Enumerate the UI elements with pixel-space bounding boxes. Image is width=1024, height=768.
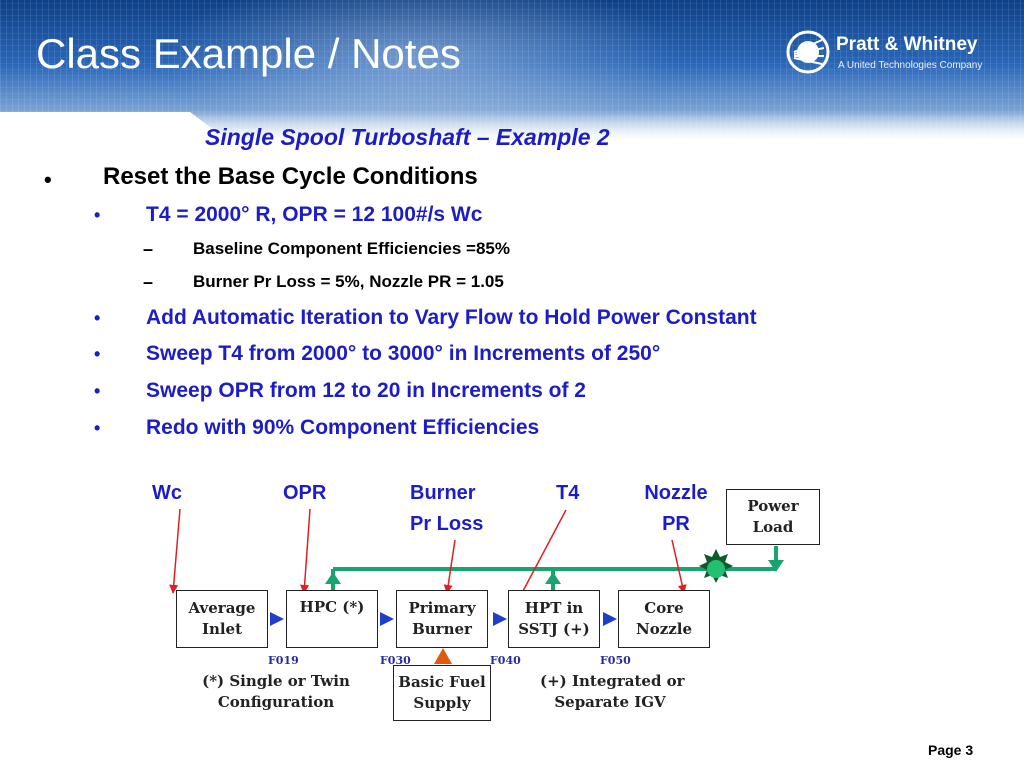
label-nozzle-pr: Nozzle PR (635, 478, 717, 540)
dash-marker: – (143, 272, 154, 292)
bullet-text: Reset the Base Cycle Conditions (103, 163, 478, 190)
box-line: Primary (408, 599, 476, 617)
note-line: (*) Single or Twin (202, 672, 350, 690)
slide-subtitle: Single Spool Turboshaft – Example 2 (205, 124, 610, 150)
page-number: Page 3 (928, 742, 974, 758)
slide-title: Class Example / Notes (36, 30, 461, 77)
box-line: Basic Fuel (398, 673, 486, 691)
bullet-marker: • (94, 344, 101, 364)
box-line: HPC (*) (299, 598, 365, 616)
label-opr: OPR (283, 482, 327, 504)
box-line: Load (752, 518, 794, 536)
bullet-text: Sweep OPR from 12 to 20 in Increments of… (146, 379, 586, 402)
label-nozzle-line1: Nozzle (644, 482, 708, 504)
box-line: Supply (413, 694, 471, 712)
pointer-nozzle-pr (671, 539, 687, 594)
bullet-marker: • (94, 308, 101, 328)
label-t4: T4 (556, 482, 580, 504)
flow-arrow-1 (270, 612, 284, 626)
note-line: Configuration (217, 693, 335, 711)
flow-arrow-4 (603, 612, 617, 626)
note-integrated-igv: (+) Integrated or Separate IGV (540, 671, 685, 713)
company-logo: Pratt & Whitney A United Technologies Co… (786, 30, 1006, 78)
note-line: Separate IGV (554, 693, 666, 711)
label-burner-pr-loss: Burner Pr Loss (410, 478, 483, 540)
station-f050: F050 (600, 654, 631, 667)
station-f040: F040 (490, 654, 521, 667)
pointer-opr (300, 508, 311, 594)
station-f030: F030 (380, 654, 411, 667)
bullet-text: Sweep T4 from 2000° to 3000° in Incremen… (146, 342, 661, 365)
bullet-text: Baseline Component Efficiencies =85% (193, 239, 510, 258)
shaft-arrow-hpt (545, 572, 561, 584)
dash-marker: – (143, 239, 154, 259)
box-line: HPT in (524, 599, 584, 617)
fuel-arrow (434, 648, 452, 664)
bullet-marker: • (44, 167, 52, 192)
note-single-twin: (*) Single or Twin Configuration (200, 671, 352, 713)
box-line: Average (188, 599, 256, 617)
bullet-text: T4 = 2000° R, OPR = 12 100#/s Wc (146, 203, 483, 226)
flow-arrow-2 (380, 612, 394, 626)
label-wc: Wc (152, 482, 182, 504)
box-line: Core (644, 599, 684, 617)
bullet-text: Redo with 90% Component Efficiencies (146, 416, 540, 439)
component-hpc: HPC (*) (286, 590, 378, 648)
box-line: Nozzle (636, 620, 692, 638)
label-nozzle-line2: PR (662, 513, 690, 535)
logo-name: Pratt & Whitney (836, 34, 978, 55)
box-line: Inlet (201, 620, 243, 638)
pointer-wc (169, 508, 181, 594)
pointer-burner-loss (443, 539, 456, 594)
component-hpt-sstj: HPT in SSTJ (+) (508, 590, 600, 648)
label-burner-line2: Pr Loss (410, 513, 484, 535)
box-line: Burner (412, 620, 472, 638)
bullet-text: Burner Pr Loss = 5%, Nozzle PR = 1.05 (193, 272, 504, 291)
eagle-logo-icon (786, 30, 830, 74)
note-line: (+) Integrated or (540, 672, 685, 690)
bullet-marker: • (94, 381, 101, 401)
flow-arrow-3 (493, 612, 507, 626)
header-banner: Class Example / Notes Pratt & Whitney A … (0, 0, 1024, 142)
power-takeoff-sun-icon (699, 549, 733, 583)
logo-tagline: A United Technologies Company (838, 60, 983, 71)
bullet-marker: • (94, 205, 101, 225)
header-notch (0, 112, 230, 142)
bullet-marker: • (94, 418, 101, 438)
station-f019: F019 (268, 654, 299, 667)
label-burner-line1: Burner (410, 482, 476, 504)
box-line: SSTJ (+) (518, 620, 590, 638)
shaft-arrow-load (768, 560, 784, 572)
bullet-text: Add Automatic Iteration to Vary Flow to … (146, 306, 757, 329)
box-line: Power (747, 497, 799, 515)
shaft-arrow-hpc (325, 572, 341, 584)
